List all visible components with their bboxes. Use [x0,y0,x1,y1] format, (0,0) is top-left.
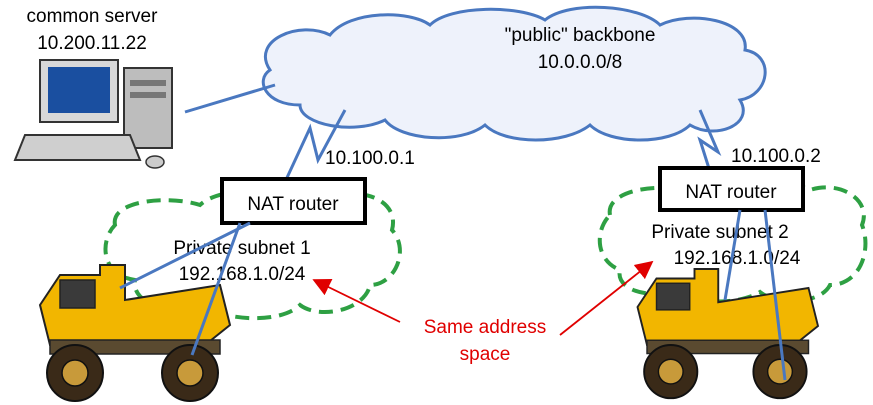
annotation-line2: space [460,344,511,365]
left-router-label: NAT router [247,194,339,215]
left-subnet-name: Private subnet 1 [173,238,310,259]
annotation-arrow-right [559,260,654,336]
right-router-label: NAT router [685,182,777,203]
server-computer-icon [13,59,173,169]
backbone-subnet: 10.0.0.0/8 [538,52,623,73]
server-ip: 10.200.11.22 [37,33,147,54]
server-name: common server [27,6,159,27]
left-nat-router [220,177,367,225]
right-router-link [697,109,722,179]
right-link-truck-a [723,209,742,301]
left-link-truck-b [190,222,242,356]
backbone-name: "public" backbone [505,25,656,46]
right-nat-router [658,166,805,212]
left-subnet: 192.168.1.0/24 [179,264,306,285]
right-subnet: 192.168.1.0/24 [674,248,801,269]
right-router-ip: 10.100.0.2 [731,146,821,167]
left-link-truck-a [119,221,251,290]
right-subnet-name: Private subnet 2 [651,222,788,243]
left-router-ip: 10.100.0.1 [325,148,415,169]
annotation-line1: Same address [424,317,547,338]
public-backbone-cloud [261,5,767,142]
server-link [184,83,276,114]
annotation-arrow-left [312,279,401,323]
left-router-link [283,109,347,183]
right-link-truck-b [763,209,787,381]
